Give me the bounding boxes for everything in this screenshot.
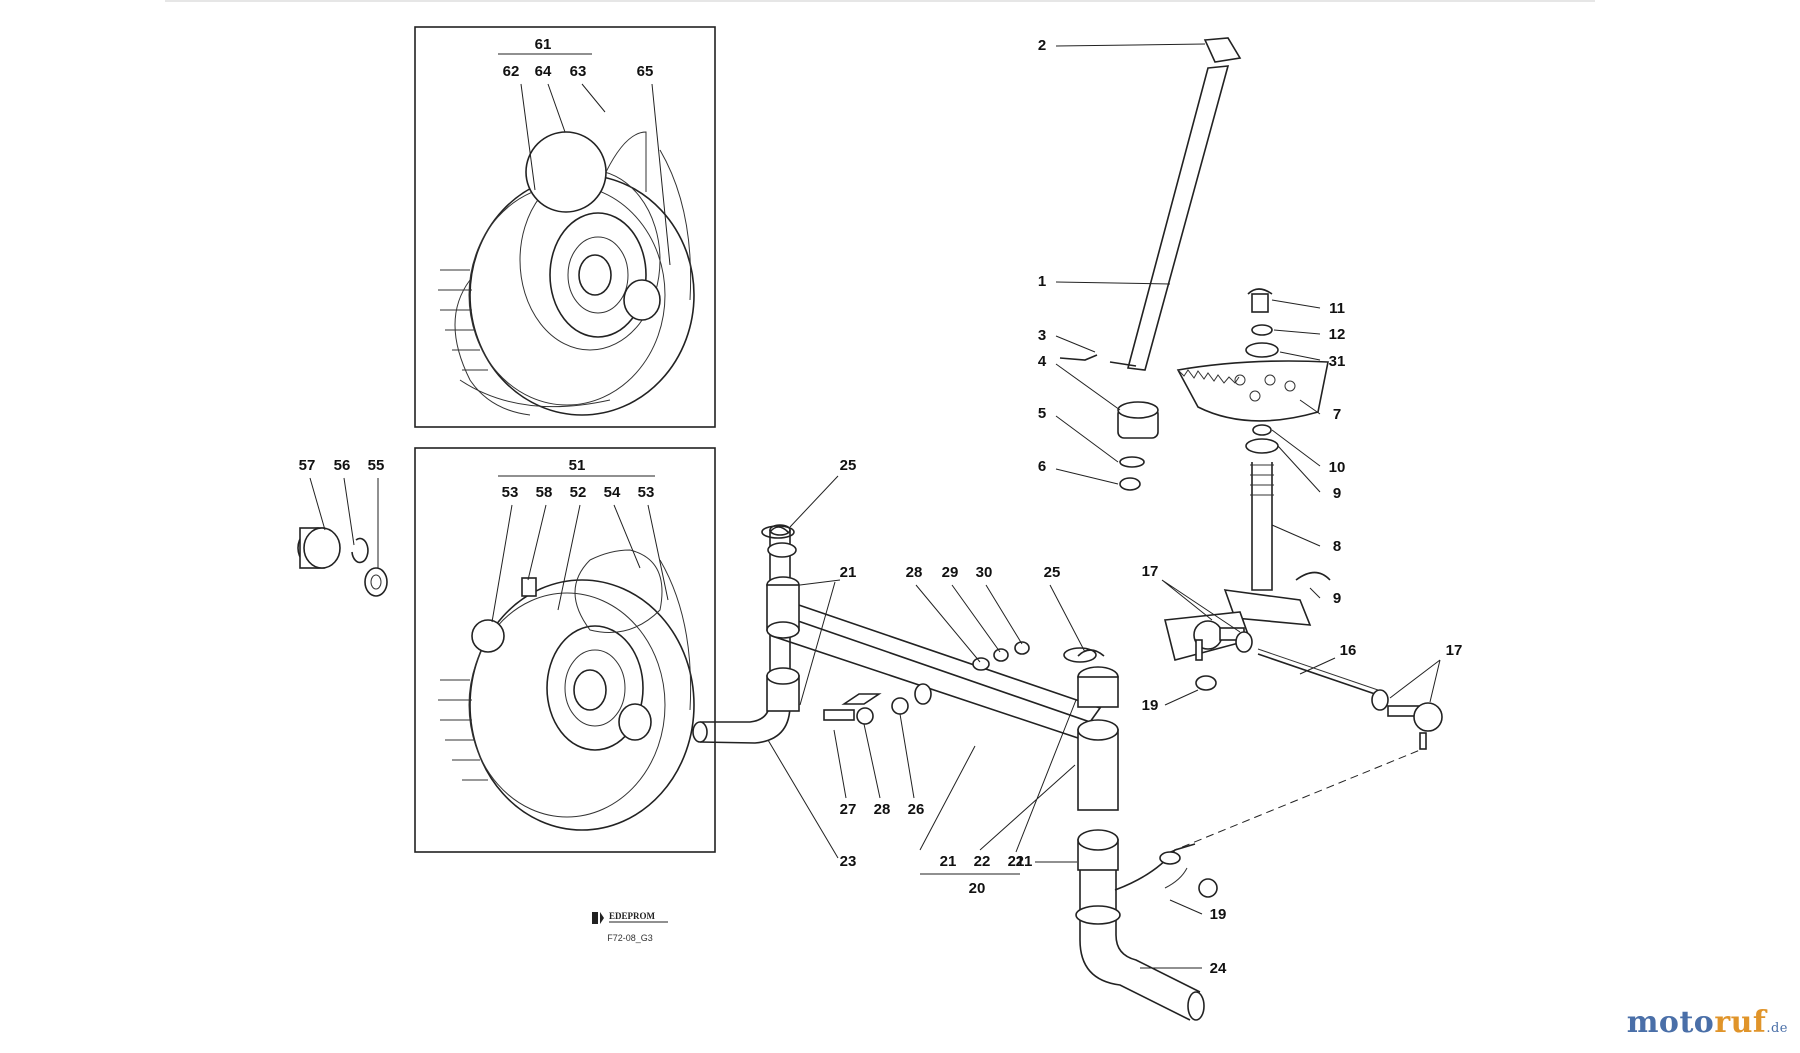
watermark-part1: moto (1626, 1005, 1715, 1040)
label-53-b: 53 (638, 484, 655, 501)
front-axle (692, 524, 1421, 1021)
tie-rod (1193, 620, 1443, 750)
label-25-a: 25 (840, 457, 857, 474)
label-12: 12 (1329, 326, 1346, 343)
label-19-a: 19 (1142, 697, 1159, 714)
label-6: 6 (1038, 458, 1046, 475)
watermark-part2: ruf (1714, 1005, 1767, 1040)
label-28-a: 28 (906, 564, 923, 581)
logo-text: EDEPROM (609, 911, 656, 921)
label-22: 22 (974, 853, 991, 870)
label-1: 1 (1038, 273, 1046, 290)
label-51: 51 (569, 457, 586, 474)
label-2: 2 (1038, 37, 1046, 54)
manufacturer-logo: EDEPROM (592, 911, 668, 924)
label-52: 52 (570, 484, 587, 501)
label-10: 10 (1329, 459, 1346, 476)
label-20: 20 (969, 880, 986, 897)
label-4: 4 (1038, 353, 1047, 370)
label-61: 61 (535, 36, 552, 53)
label-11: 11 (1329, 300, 1345, 317)
label-7: 7 (1333, 406, 1341, 423)
drawing-code: F72-08_G3 (607, 933, 653, 943)
label-57: 57 (299, 457, 316, 474)
label-65: 65 (637, 63, 654, 80)
label-24: 24 (1210, 960, 1227, 977)
label-16: 16 (1340, 642, 1357, 659)
label-21-a: 21 (840, 564, 857, 581)
sector-gear (1176, 360, 1329, 422)
label-17-a: 17 (1142, 563, 1159, 580)
steering-column (1059, 37, 1242, 491)
label-23: 23 (840, 853, 857, 870)
label-55: 55 (368, 457, 385, 474)
label-53-a: 53 (502, 484, 519, 501)
label-30: 30 (976, 564, 993, 581)
label-29: 29 (942, 564, 959, 581)
label-9-a: 9 (1333, 485, 1341, 502)
label-54: 54 (604, 484, 621, 501)
steering-shaft (1164, 288, 1331, 661)
bearing-set (297, 527, 388, 597)
label-21-c: 21 (1008, 853, 1025, 870)
label-64: 64 (535, 63, 552, 80)
label-28-b: 28 (874, 801, 891, 818)
front-wheel-box (414, 26, 716, 428)
label-62: 62 (503, 63, 520, 80)
label-31: 31 (1329, 353, 1346, 370)
label-9-b: 9 (1333, 590, 1341, 607)
label-27: 27 (840, 801, 857, 818)
label-8: 8 (1333, 538, 1341, 555)
label-5: 5 (1038, 405, 1046, 422)
rear-wheel-drawing (438, 549, 695, 831)
label-19-b: 19 (1210, 906, 1227, 923)
label-58: 58 (536, 484, 553, 501)
label-63: 63 (570, 63, 587, 80)
leaders-51 (491, 504, 669, 623)
label-3: 3 (1038, 327, 1046, 344)
label-21-b: 21 (940, 853, 957, 870)
leaders-61 (520, 83, 671, 266)
watermark-tld: .de (1766, 1021, 1788, 1036)
leaders-55-57 (309, 477, 379, 568)
label-21-d: 21 (1016, 853, 1033, 870)
label-26: 26 (908, 801, 925, 818)
label-56: 56 (334, 457, 351, 474)
rear-wheel-box (414, 447, 716, 853)
label-25-b: 25 (1044, 564, 1061, 581)
front-wheel-drawing (438, 131, 695, 416)
watermark: motoruf.de (1627, 1005, 1788, 1040)
label-17-b: 17 (1446, 642, 1463, 659)
